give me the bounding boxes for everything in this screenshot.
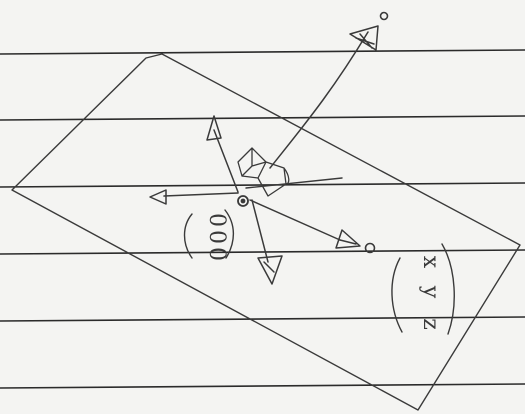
axis-up-arrowhead (207, 116, 221, 140)
zero-vector-label: 0 0 0 (185, 210, 234, 261)
rule-line (0, 384, 525, 388)
axis-left-shaft (164, 193, 238, 196)
xyz-vector-label: x y z (392, 244, 454, 334)
plane-outline (12, 54, 520, 410)
origin-point-dot (241, 199, 246, 204)
zero-vector-entry-2: 0 (204, 230, 229, 244)
zero-vector-entry-1: 0 (204, 213, 229, 227)
zero-vector-left-bracket (185, 214, 193, 258)
rule-line (0, 116, 525, 120)
rule-line (0, 317, 525, 321)
axis-left-arrowhead (150, 190, 166, 204)
zero-vector-entry-3: 0 (204, 247, 229, 261)
axis-down-arrowhead (258, 256, 282, 284)
xyz-vector-entry-y: y (418, 285, 443, 299)
lower-right-arrowhead (336, 230, 360, 248)
origin-cube-marker (238, 148, 289, 196)
upper-right-arrowhead (350, 26, 378, 50)
xyz-vector-left-bracket (392, 258, 402, 332)
xyz-vector-entry-z: z (418, 318, 443, 330)
rule-line (0, 50, 525, 54)
ruled-lines (0, 50, 525, 388)
axis-up-shaft (214, 130, 238, 192)
xyz-vector-entry-x: x (418, 256, 443, 269)
lower-right-arrow-shaft (250, 200, 340, 240)
upper-right-point (381, 13, 388, 20)
